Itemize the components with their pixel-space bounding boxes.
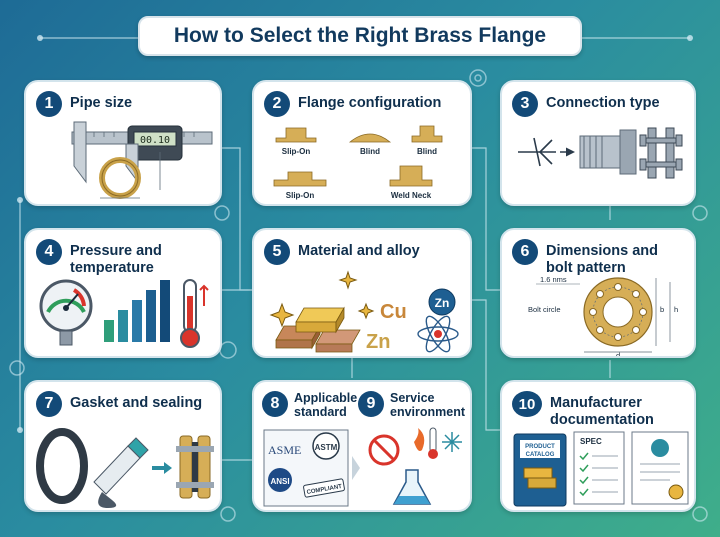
- zinc-symbol: Zn: [366, 331, 390, 353]
- svg-text:Zn: Zn: [435, 296, 450, 310]
- pressure-temperature-icon: [39, 279, 209, 348]
- zinc-badge-icon: [428, 288, 456, 316]
- step-number: 2: [264, 91, 290, 117]
- card-title: Material and alloy: [298, 243, 420, 259]
- card-title: Manufacturer documentation: [550, 395, 654, 428]
- weld-icon: [518, 137, 556, 167]
- pressure-gauge-icon: [39, 279, 93, 346]
- flange-pair-icon: [176, 435, 214, 499]
- caliper-icon: 00.10: [71, 121, 213, 199]
- card-flange-configuration[interactable]: 2 Flange configuration Slip-On Blind Blin…: [252, 80, 472, 206]
- card-pipe-size[interactable]: 1 Pipe size 00.10: [24, 80, 222, 206]
- svg-text:Slip-On: Slip-On: [286, 191, 315, 200]
- svg-text:ASME: ASME: [268, 443, 301, 457]
- step-number: 7: [36, 391, 62, 417]
- thermometer-icon: [428, 427, 438, 459]
- card-material-alloy[interactable]: 5 Material and alloy Cu Zn Zn: [252, 228, 472, 358]
- product-catalog-icon: PRODUCT CATALOG: [513, 433, 567, 507]
- card-connection-type[interactable]: 3 Connection type: [500, 80, 696, 206]
- thermometer-icon: [180, 279, 209, 348]
- svg-text:b: b: [660, 305, 664, 314]
- spec-sheet-icon: SPEC: [573, 431, 625, 505]
- standards-document-icon: ASME ASTM ANSI COMPLIANT: [263, 429, 349, 507]
- card-title: Applicable standard: [294, 391, 358, 419]
- card-gasket-sealing[interactable]: 7 Gasket and sealing: [24, 380, 222, 512]
- svg-text:SPEC: SPEC: [580, 437, 602, 446]
- svg-text:Blind: Blind: [360, 147, 380, 156]
- documentation-icon: PRODUCT CATALOG SPEC: [513, 431, 689, 507]
- connection-types-icon: [518, 127, 683, 179]
- flask-icon: [392, 469, 432, 505]
- card-pressure-temperature[interactable]: 4 Pressure and temperature: [24, 228, 222, 358]
- step-number: 3: [512, 91, 538, 117]
- svg-text:d: d: [616, 351, 620, 358]
- step-number: 10: [512, 391, 542, 417]
- card-standard-environment[interactable]: 8 Applicable standard 9 Service environm…: [252, 380, 472, 512]
- bolt-pattern-diagram: 1.6 nms Bolt circle b h d: [528, 275, 678, 358]
- card-dimensions-bolt-pattern[interactable]: 6 Dimensions and bolt pattern 1.6 nms Bol…: [500, 228, 696, 358]
- step-number: 9: [358, 391, 384, 417]
- atom-icon: [417, 315, 459, 353]
- svg-text:h: h: [674, 305, 678, 314]
- copper-symbol: Cu: [380, 301, 407, 323]
- bolted-flange-icon: [639, 127, 683, 179]
- standards-environment-icon: ASME ASTM ANSI COMPLIANT: [263, 427, 462, 507]
- step-number: 4: [36, 239, 62, 265]
- card-title: Pressure and temperature: [70, 243, 162, 276]
- step-number: 5: [264, 239, 290, 265]
- card-manufacturer-documentation[interactable]: 10 Manufacturer documentation PRODUCT CAT…: [500, 380, 696, 512]
- gasket-ring-icon: [36, 428, 88, 504]
- svg-text:1.6 nms: 1.6 nms: [540, 275, 567, 284]
- svg-text:CATALOG: CATALOG: [526, 452, 555, 458]
- material-alloy-icon: Cu Zn Zn: [269, 270, 459, 353]
- sealant-tube-icon: [93, 437, 149, 508]
- step-number: 6: [512, 239, 538, 265]
- snowflake-icon: [442, 432, 462, 452]
- card-title: Connection type: [546, 95, 660, 111]
- step-number: 8: [262, 391, 288, 417]
- card-title: Dimensions and bolt pattern: [546, 243, 658, 276]
- bar-levels-icon: [104, 280, 170, 342]
- caliper-readout: 00.10: [140, 135, 170, 146]
- svg-text:Blind: Blind: [417, 147, 437, 156]
- flange-types-icon: Slip-On Blind Blind Slip-On Weld Neck: [273, 125, 443, 200]
- card-title: Flange configuration: [298, 95, 442, 111]
- svg-text:Bolt circle: Bolt circle: [528, 305, 561, 314]
- page-title: How to Select the Right Brass Flange: [138, 16, 582, 56]
- sparkle-icon: [269, 270, 375, 328]
- no-corrosion-icon: [368, 434, 400, 466]
- card-title: Pipe size: [70, 95, 133, 111]
- flame-icon: [414, 428, 425, 451]
- step-number: 1: [36, 91, 62, 117]
- card-title: Gasket and sealing: [70, 395, 203, 411]
- gasket-sealing-icon: [36, 428, 214, 508]
- certificate-icon: [631, 431, 689, 505]
- svg-text:ANSI: ANSI: [270, 477, 289, 486]
- svg-text:ASTM: ASTM: [315, 443, 338, 452]
- svg-text:Slip-On: Slip-On: [282, 147, 311, 156]
- card-title: Service environment: [390, 391, 466, 419]
- svg-text:PRODUCT: PRODUCT: [525, 444, 555, 450]
- threaded-pipe-icon: [579, 129, 637, 175]
- svg-text:Weld Neck: Weld Neck: [391, 191, 432, 200]
- ingots-icon: [275, 306, 361, 353]
